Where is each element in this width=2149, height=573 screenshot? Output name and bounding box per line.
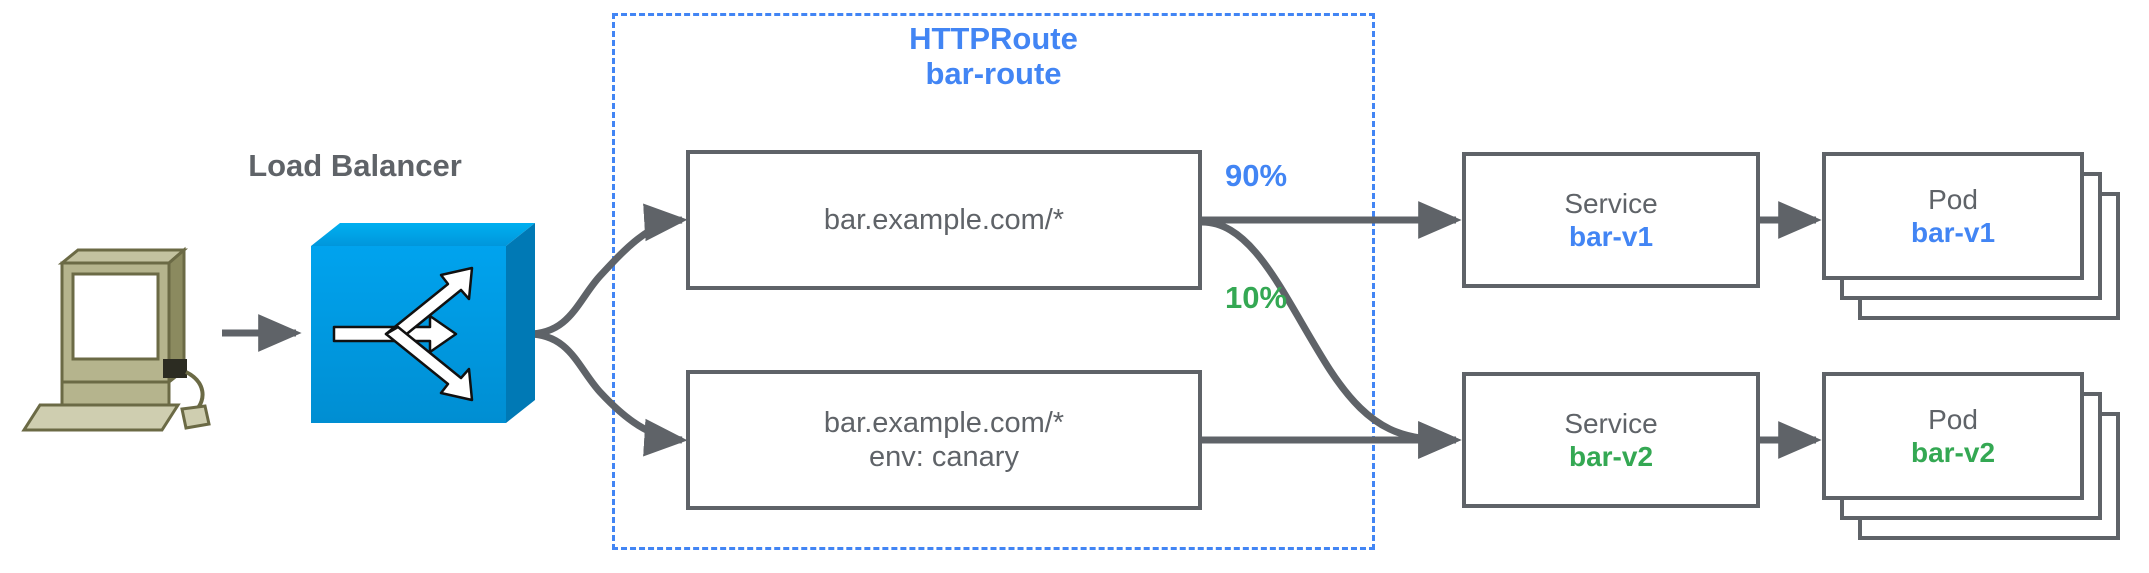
httproute-name-label: bar-route xyxy=(925,55,1062,91)
service-box-bar-v1[interactable]: Service bar-v1 xyxy=(1462,152,1760,288)
pod-v2-name-label: bar-v2 xyxy=(1910,437,1996,468)
arrow-route-1-to-service-v2 xyxy=(1201,218,1462,459)
pod-stack-bar-v2[interactable]: Pod bar-v2 xyxy=(1822,372,2122,542)
service-v2-name-label: bar-v2 xyxy=(1568,441,1654,472)
load-balancer-icon xyxy=(311,223,535,423)
httproute-group-title: HTTPRoute bar-route xyxy=(612,21,1375,91)
pod-stack-bar-v1[interactable]: Pod bar-v1 xyxy=(1822,152,2122,322)
service-box-bar-v2[interactable]: Service bar-v2 xyxy=(1462,372,1760,508)
service-v1-kind-label: Service xyxy=(1564,187,1658,219)
pod-v2-kind-label: Pod xyxy=(1928,403,1978,435)
route-match-2-hostname: bar.example.com/* xyxy=(823,406,1065,439)
pod-box-bar-v1[interactable]: Pod bar-v1 xyxy=(1822,152,2084,280)
pod-v1-name-label: bar-v1 xyxy=(1910,217,1996,248)
traffic-weight-10-label: 10% xyxy=(1225,280,1288,315)
service-v1-name-label: bar-v1 xyxy=(1568,221,1654,252)
traffic-weight-90-label: 90% xyxy=(1225,158,1288,193)
pod-v1-kind-label: Pod xyxy=(1928,183,1978,215)
httproute-group-boundary xyxy=(612,13,1375,550)
desktop-computer-icon xyxy=(21,246,211,432)
route-match-2-header: env: canary xyxy=(869,441,1019,473)
arrow-loadbalancer-to-route-2 xyxy=(527,330,688,457)
pod-box-bar-v2[interactable]: Pod bar-v2 xyxy=(1822,372,2084,500)
route-match-box-1[interactable]: bar.example.com/* xyxy=(686,150,1202,290)
route-match-1-hostname: bar.example.com/* xyxy=(823,203,1065,236)
load-balancer-label: Load Balancer xyxy=(248,148,462,183)
httproute-kind-label: HTTPRoute xyxy=(909,21,1078,56)
route-match-box-2[interactable]: bar.example.com/* env: canary xyxy=(686,370,1202,510)
arrow-loadbalancer-to-route-1 xyxy=(527,203,688,338)
service-v2-kind-label: Service xyxy=(1564,407,1658,439)
